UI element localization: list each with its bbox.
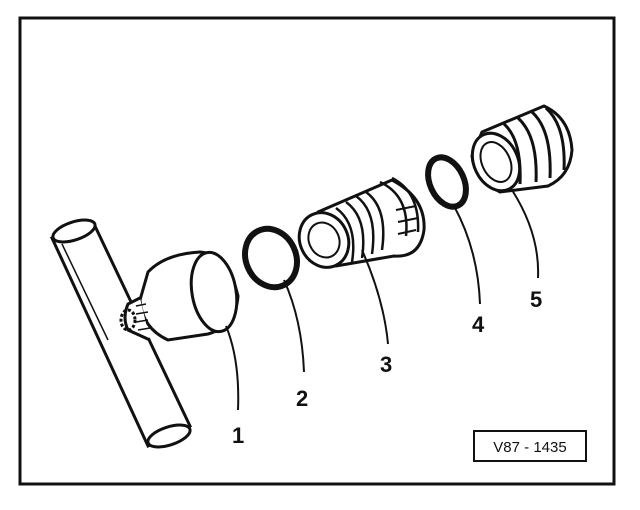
leader-lines (225, 189, 540, 411)
callout-5: 5 (530, 287, 542, 312)
leader-line-2 (283, 279, 305, 373)
diagram-frame (18, 16, 616, 486)
callout-1: 1 (232, 423, 244, 448)
part-2-o-ring (242, 225, 300, 291)
leader-line-4 (453, 205, 481, 305)
part-1-fitting (119, 250, 240, 342)
pipe-drawing (49, 218, 192, 449)
part-3-union (297, 176, 426, 269)
part-5-cap-nut (470, 104, 574, 194)
callout-2: 2 (296, 386, 308, 411)
callout-4: 4 (472, 312, 485, 337)
reference-code-label: V87 - 1435 (493, 439, 566, 456)
leader-line-3 (361, 249, 389, 345)
callout-3: 3 (380, 352, 392, 377)
reference-code-box: V87 - 1435 (473, 430, 587, 462)
leader-line-1 (225, 325, 240, 411)
leader-line-5 (511, 189, 540, 279)
part-4-o-ring (425, 154, 469, 210)
